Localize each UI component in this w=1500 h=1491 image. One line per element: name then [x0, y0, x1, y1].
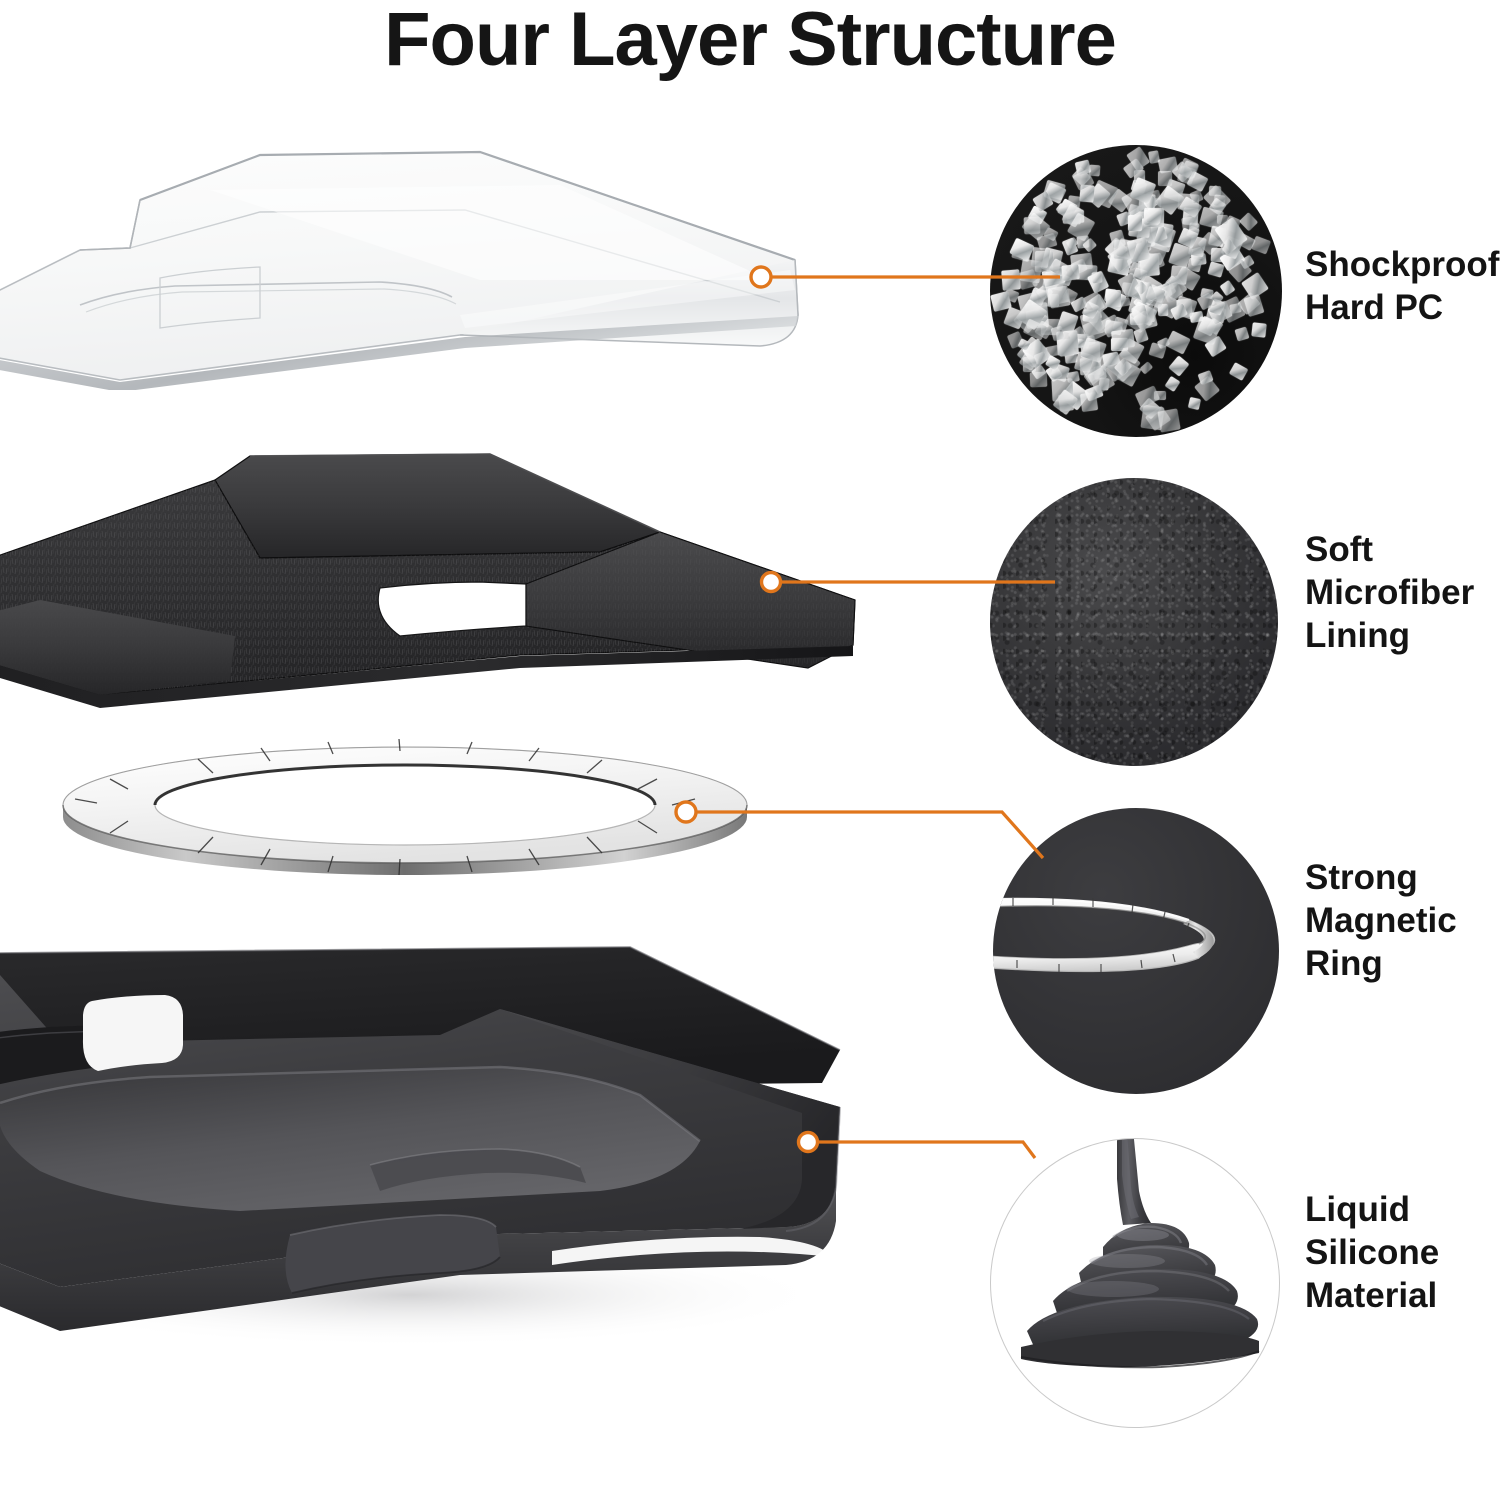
pc-pellet — [1060, 264, 1080, 281]
pc-pellet — [1146, 207, 1162, 224]
callout-label-liquid-silicone-material: Liquid Silicone Material — [1305, 1188, 1439, 1317]
pc-pellet — [1157, 171, 1172, 187]
pc-pellet — [1111, 328, 1135, 350]
label-line: Liquid — [1305, 1190, 1410, 1229]
pc-pellet — [1207, 261, 1225, 278]
pc-pellet — [1234, 326, 1250, 342]
layer-artwork-soft-microfiber-lining — [0, 440, 910, 710]
pc-pellet — [1106, 289, 1122, 307]
callout-swatch-soft-microfiber-lining — [990, 478, 1278, 766]
callout-label-strong-magnetic-ring: Strong Magnetic Ring — [1305, 856, 1457, 985]
label-line: Ring — [1305, 944, 1383, 983]
pc-pellet — [1091, 270, 1103, 284]
label-line: Silicone — [1305, 1233, 1440, 1272]
label-line: Strong — [1305, 858, 1418, 897]
pc-pellet — [1029, 371, 1047, 387]
callout-swatch-strong-magnetic-ring — [993, 808, 1279, 1094]
pc-pellet — [1031, 246, 1051, 268]
layer-artwork-shockproof-hard-pc — [0, 130, 860, 390]
clear-pc-shell-illustration — [0, 150, 799, 390]
pc-pellet — [1139, 361, 1153, 375]
page-title: Four Layer Structure — [384, 0, 1117, 82]
magnet-ring-cutaway-icon — [993, 897, 1216, 973]
label-line: Microfiber — [1305, 573, 1475, 612]
callout-swatch-shockproof-hard-pc — [990, 145, 1282, 437]
pc-pellet — [1228, 362, 1249, 382]
pc-pellet — [1047, 285, 1071, 309]
pc-pellet — [1164, 375, 1181, 392]
pc-pellet — [1239, 212, 1258, 231]
connector-strong-magnetic-ring — [674, 800, 1045, 860]
callout-label-shockproof-hard-pc: Shockproof Hard PC — [1305, 243, 1499, 329]
pc-pellet — [1001, 269, 1021, 291]
pc-pellet — [990, 290, 1012, 312]
pc-pellet — [1189, 189, 1205, 205]
silicone-case-illustration — [0, 946, 841, 1347]
microfiber-texture — [990, 478, 1278, 766]
label-line: Lining — [1305, 616, 1410, 655]
pc-pellet — [1168, 354, 1190, 376]
label-line: Magnetic — [1305, 901, 1457, 940]
liquid-silicone-pour-icon — [1020, 1139, 1260, 1369]
label-line: Material — [1305, 1276, 1438, 1315]
microfiber-lining-illustration — [0, 453, 856, 708]
pc-pellet — [1251, 322, 1268, 339]
label-line: Hard PC — [1305, 288, 1444, 327]
pc-pellet — [1157, 408, 1181, 432]
label-line: Soft — [1305, 530, 1374, 569]
magnetic-ring-illustration — [62, 738, 748, 876]
label-line: Shockproof — [1305, 245, 1500, 284]
layer-artwork-strong-magnetic-ring — [55, 735, 755, 885]
pc-pellet — [1251, 235, 1271, 255]
layer-artwork-liquid-silicone-material — [0, 935, 920, 1355]
pc-pellet — [1216, 215, 1228, 225]
connector-liquid-silicone-material — [796, 1130, 1037, 1159]
pc-pellet — [1188, 396, 1202, 410]
pc-pellet — [1213, 193, 1226, 207]
pc-pellet — [1127, 215, 1143, 231]
pc-pellet — [1219, 279, 1236, 297]
callout-swatch-liquid-silicone-material — [990, 1138, 1280, 1428]
callout-label-soft-microfiber-lining: Soft Microfiber Lining — [1305, 528, 1474, 657]
